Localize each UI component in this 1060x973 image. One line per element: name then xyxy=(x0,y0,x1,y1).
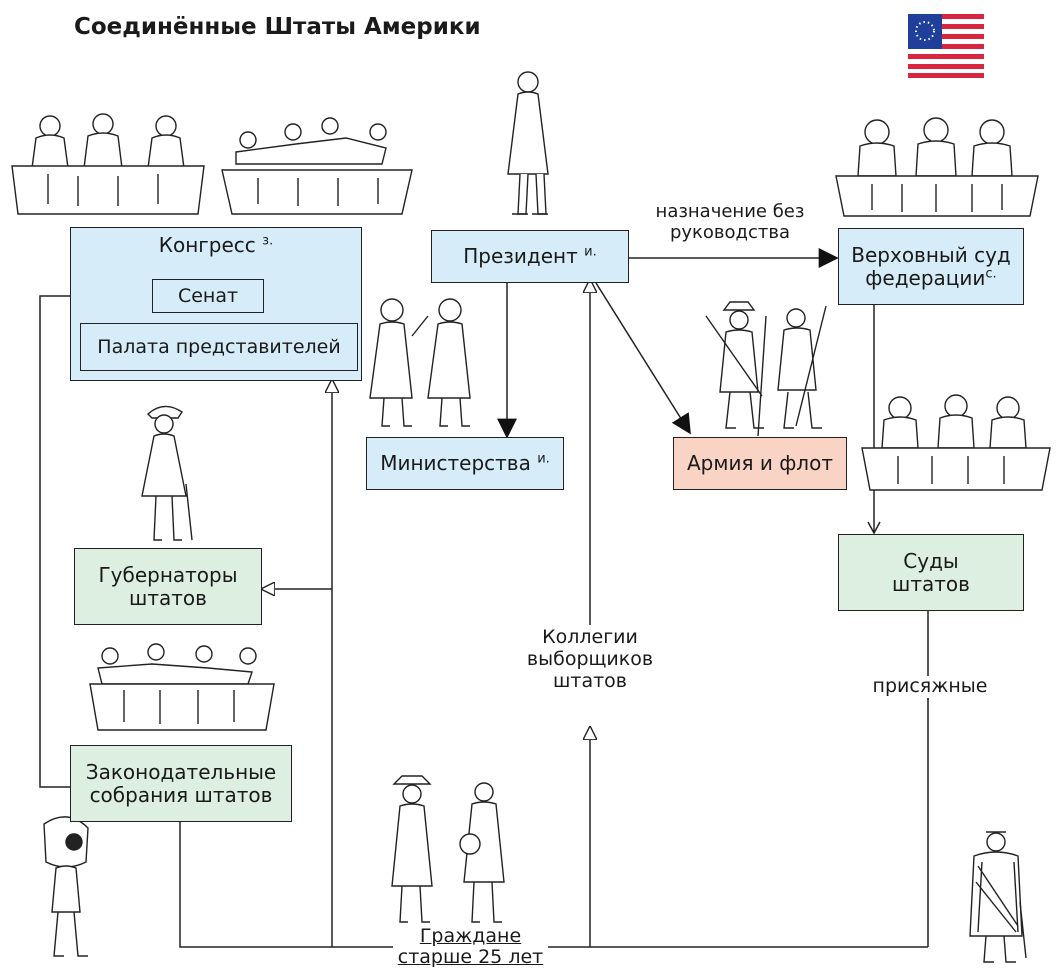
president-figure xyxy=(507,71,549,215)
army-label: Армия и флот xyxy=(687,451,833,475)
legislatures-box: Законодательные собрания штатов xyxy=(70,745,292,822)
supreme-court-label: Верховный суд федерациис. xyxy=(851,242,1011,290)
house-label: Палата представителей xyxy=(97,336,341,358)
army-box: Армия и флот xyxy=(673,437,847,490)
us-flag-icon xyxy=(908,14,984,78)
governors-box: Губернаторы штатов xyxy=(74,548,262,625)
electors-note: Коллегии выборщиков штатов xyxy=(526,626,654,692)
governor-figure xyxy=(141,405,193,541)
state-courts-label: Суды штатов xyxy=(892,548,970,596)
ministries-box: Министерства и. xyxy=(366,437,564,490)
citizens-figures xyxy=(391,775,505,923)
senate-box: Сенат xyxy=(152,279,264,313)
state-courts-box: Суды штатов xyxy=(838,534,1024,611)
senate-label: Сенат xyxy=(177,285,239,307)
governors-label: Губернаторы штатов xyxy=(98,562,238,610)
state-judges xyxy=(861,394,1051,491)
appointment-note: назначение без руководства xyxy=(655,201,805,243)
native-american-figure xyxy=(969,831,1027,963)
president-box: Президент и. xyxy=(431,230,629,283)
slave-figure xyxy=(43,816,89,957)
page-title: Соединённые Штаты Америки xyxy=(74,14,481,40)
ministers-figures xyxy=(369,298,471,427)
president-to-army xyxy=(595,282,691,435)
citizens-note: Граждане старше 25 лет xyxy=(397,925,544,968)
house-box: Палата представителей xyxy=(80,323,358,371)
court-arrow-head xyxy=(867,521,881,535)
ministries-label: Министерства и. xyxy=(380,451,550,475)
legislatures-label: Законодательные собрания штатов xyxy=(85,759,277,807)
president-label: Президент и. xyxy=(463,244,597,268)
jurors-note: присяжные xyxy=(860,675,1000,698)
congress-seated-figures xyxy=(11,113,413,215)
supreme-court-box: Верховный суд федерациис. xyxy=(838,228,1024,305)
legislature-figures xyxy=(89,643,275,731)
citizens-line-left xyxy=(180,797,393,948)
supreme-court-judges xyxy=(835,117,1039,217)
congress-label: Конгресс з. xyxy=(158,233,274,257)
soldiers-figures xyxy=(705,301,827,437)
